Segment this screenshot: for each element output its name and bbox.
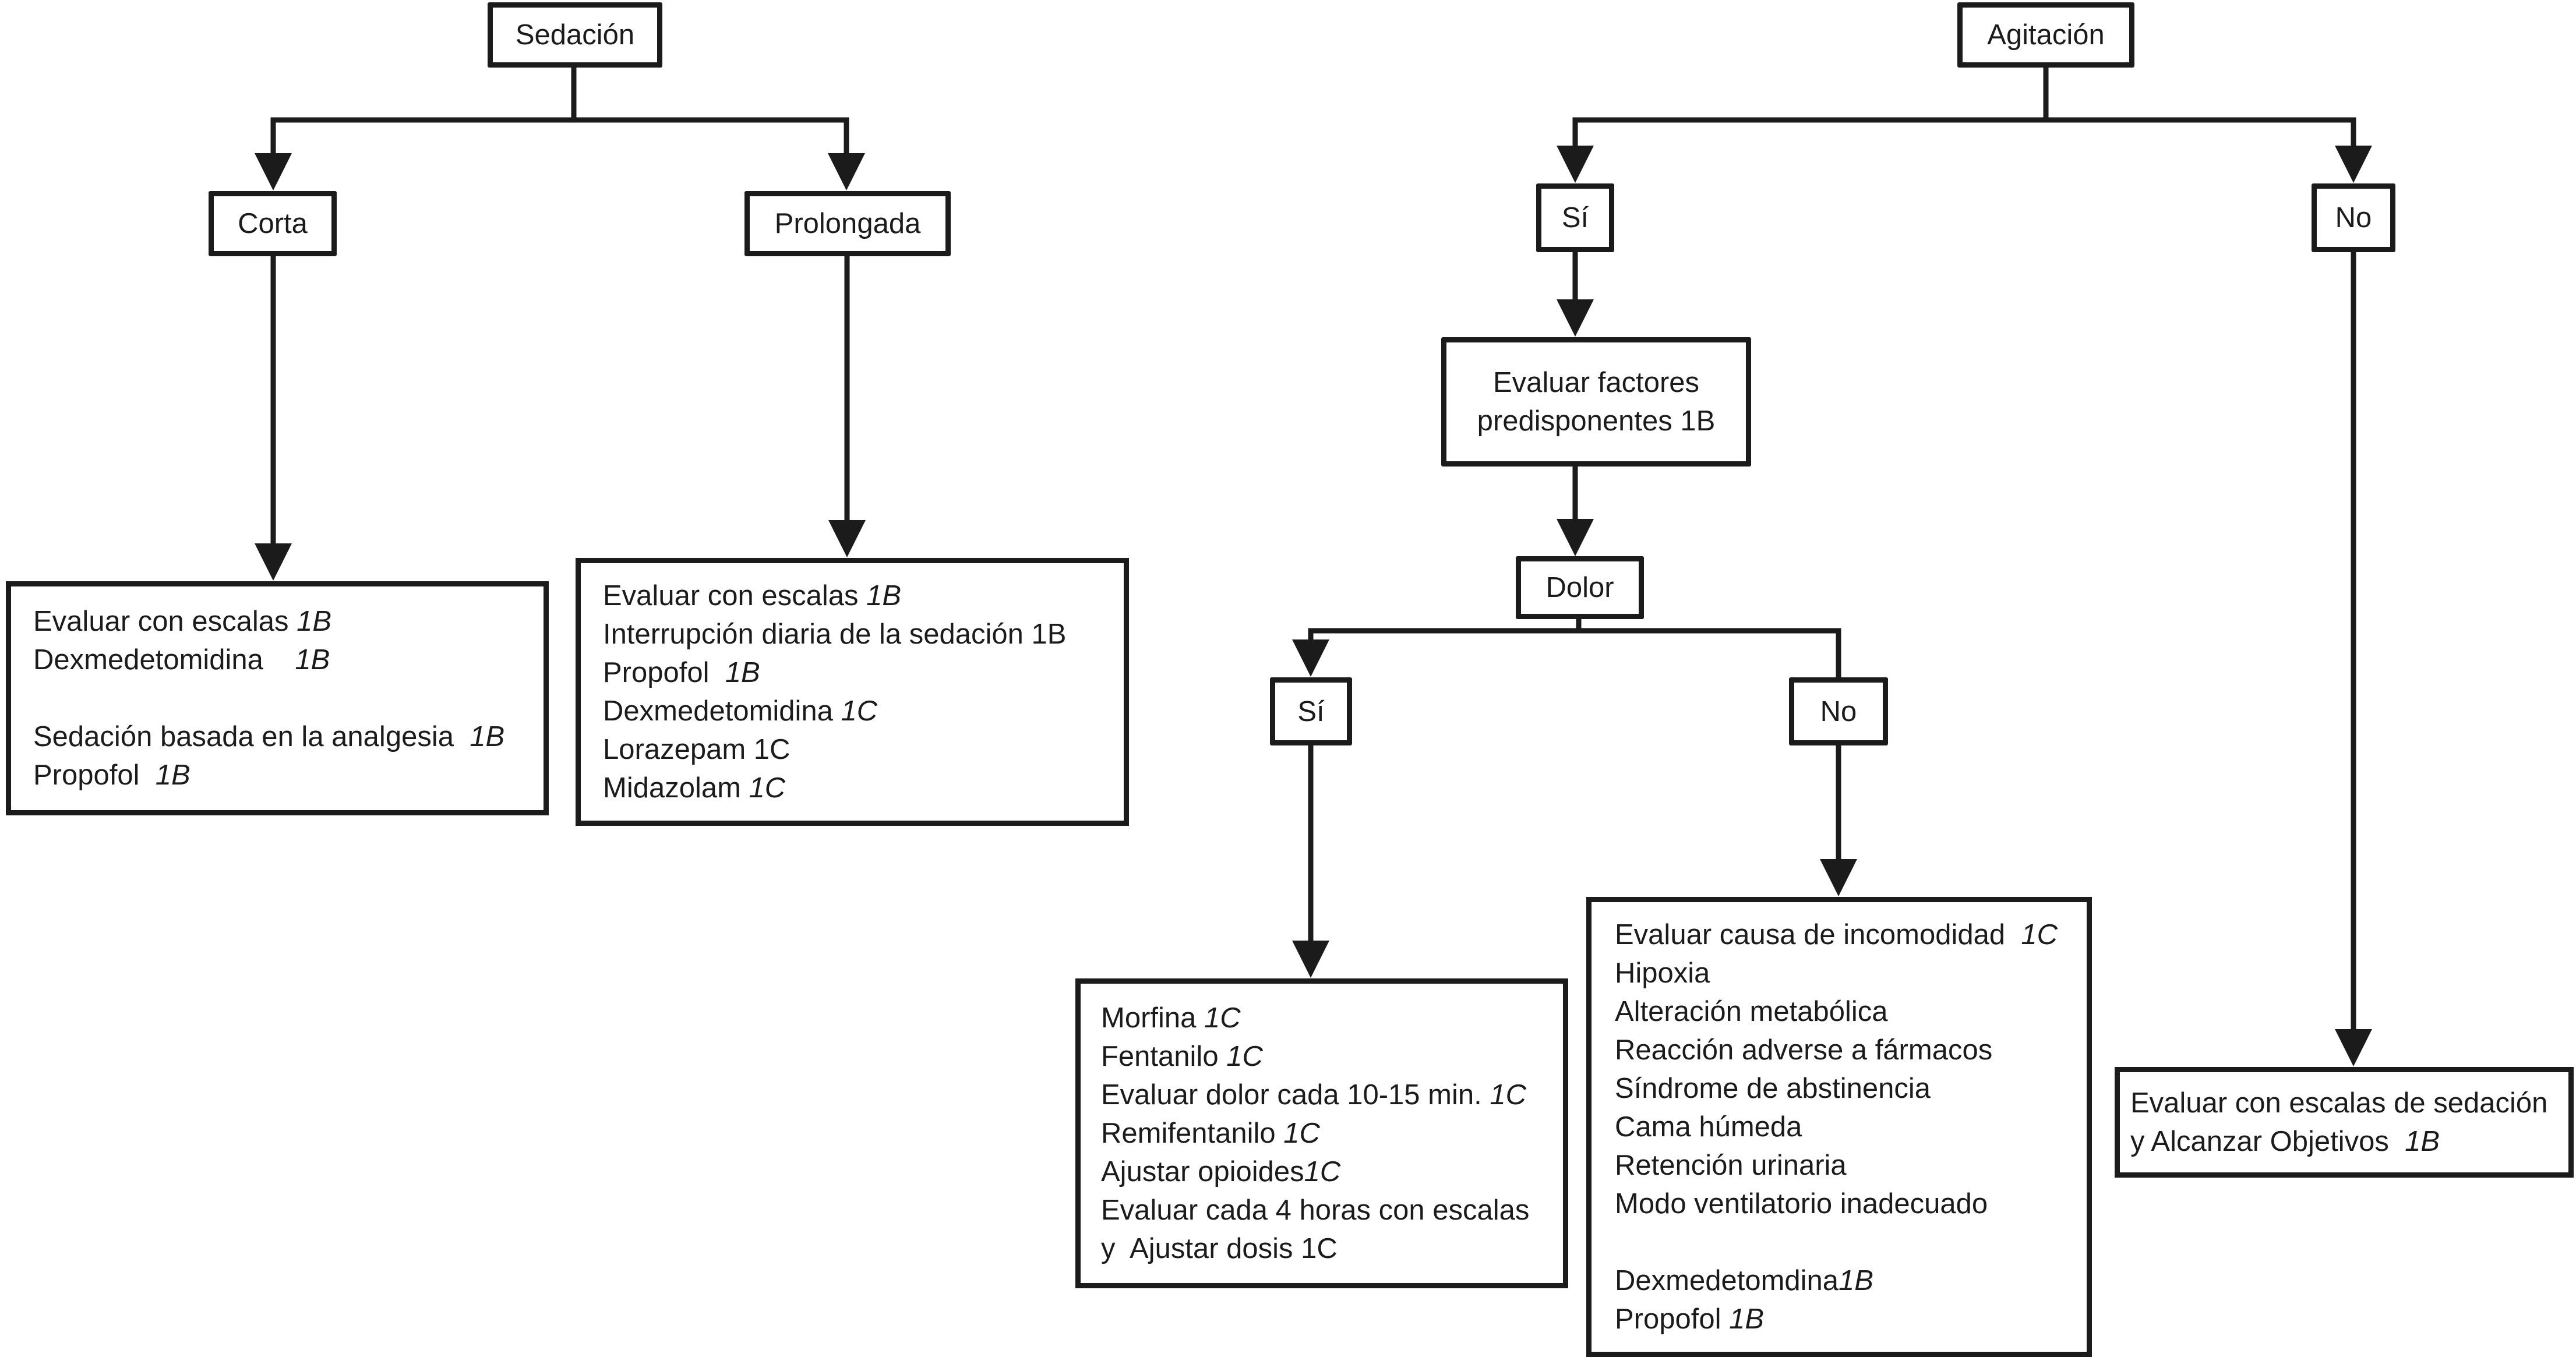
text-line: Cama húmeda xyxy=(1615,1111,1802,1143)
text-line: predisponentes 1B xyxy=(1477,405,1716,437)
text-line: Dexmedetomidina 1C xyxy=(603,695,878,727)
node-si-dolor-label: Sí xyxy=(1297,695,1325,727)
text-line: Propofol 1B xyxy=(1615,1303,1765,1335)
text-line: Midazolam 1C xyxy=(603,772,786,804)
text-line: y Alcanzar Objetivos 1B xyxy=(2130,1126,2440,1157)
node-agitacion-label: Agitación xyxy=(1987,19,2105,51)
text-line: Lorazepam 1C xyxy=(603,734,791,765)
text-line: Evaluar cada 4 horas con escalas xyxy=(1101,1195,1530,1226)
node-no-dolor-label: No xyxy=(1820,695,1857,727)
text-line: y Ajustar dosis 1C xyxy=(1101,1233,1338,1264)
text-line: Fentanilo 1C xyxy=(1101,1041,1263,1072)
node-si-agitacion: Sí xyxy=(1536,183,1614,252)
box-sedacion-corta-recomendaciones: Evaluar con escalas 1B Dexmedetomidina 1B… xyxy=(6,581,549,815)
text-line: Morfina 1C xyxy=(1101,1002,1241,1034)
text-line: Dexmedetomdina1B xyxy=(1615,1265,1873,1296)
text-line xyxy=(1615,1223,2063,1261)
node-si-dolor: Sí xyxy=(1270,677,1352,745)
node-sedacion: Sedación xyxy=(488,2,662,68)
text-line: Evaluar causa de incomodidad 1C xyxy=(1615,919,2058,950)
text-line: Evaluar con escalas de sedación xyxy=(2130,1087,2548,1119)
text-line: Propofol 1B xyxy=(33,759,190,791)
text-line: Remifentanilo 1C xyxy=(1101,1118,1320,1149)
text-line: Interrupción diaria de la sedación 1B xyxy=(603,619,1067,650)
text-line: Evaluar con escalas 1B xyxy=(33,606,332,637)
node-corta-label: Corta xyxy=(238,208,308,239)
text-line: Evaluar con escalas 1B xyxy=(603,580,902,612)
node-evaluar-factores: Evaluar factores predisponentes 1B xyxy=(1441,337,1751,467)
box-sedacion-prolongada-recomendaciones: Evaluar con escalas 1B Interrupción diari… xyxy=(576,558,1129,826)
node-si-agitacion-label: Sí xyxy=(1561,202,1589,234)
box-agitacion-no-recomendaciones: Evaluar con escalas de sedación y Alcanza… xyxy=(2115,1067,2574,1178)
text-line: Alteración metabólica xyxy=(1615,996,1888,1027)
text-line: Síndrome de abstinencia xyxy=(1615,1073,1931,1104)
text-line: Propofol 1B xyxy=(603,657,760,688)
node-dolor-label: Dolor xyxy=(1545,572,1614,603)
node-no-dolor: No xyxy=(1789,677,1888,745)
text-line: Dexmedetomidina 1B xyxy=(33,644,330,676)
text-line xyxy=(33,679,521,718)
text-line: Evaluar dolor cada 10-15 min. 1C xyxy=(1101,1079,1526,1111)
text-line: Hipoxia xyxy=(1615,957,1710,989)
node-sedacion-label: Sedación xyxy=(515,19,635,51)
box-dolor-si-recomendaciones: Morfina 1C Fentanilo 1C Evaluar dolor cada… xyxy=(1075,978,1568,1288)
text-line: Modo ventilatorio inadecuado xyxy=(1615,1188,1988,1220)
text-line: Ajustar opioides1C xyxy=(1101,1156,1341,1188)
text-line: Reacción adverse a fármacos xyxy=(1615,1034,1993,1066)
node-corta: Corta xyxy=(209,191,337,256)
node-dolor: Dolor xyxy=(1516,556,1644,619)
text-line: Retención urinaria xyxy=(1615,1150,1847,1181)
node-no-agitacion-label: No xyxy=(2335,202,2372,234)
text-line: Evaluar factores xyxy=(1492,367,1700,398)
node-no-agitacion: No xyxy=(2312,183,2395,252)
text-line: Sedación basada en la analgesia 1B xyxy=(33,721,505,752)
node-agitacion: Agitación xyxy=(1957,2,2134,68)
node-prolongada-label: Prolongada xyxy=(774,208,921,239)
node-prolongada: Prolongada xyxy=(744,191,951,256)
